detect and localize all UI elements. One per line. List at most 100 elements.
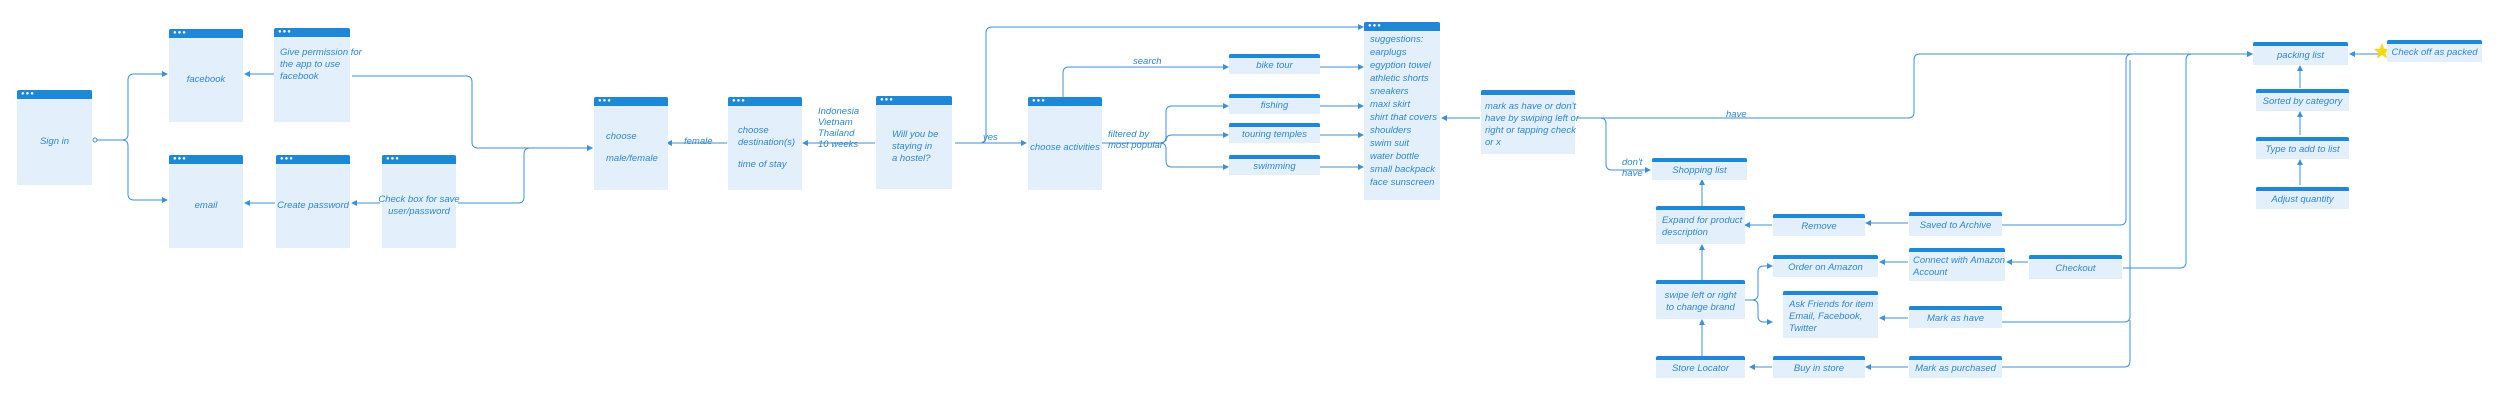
suggestion-item: athletic shorts (1370, 73, 1429, 84)
node-expand-product[interactable]: Expand for product description (1656, 206, 1745, 244)
node-checkout[interactable]: Checkout (2029, 255, 2122, 279)
three-dot-window-icon: ●●● (1368, 23, 1382, 29)
window-header (1656, 206, 1745, 210)
suggestion-item: earplugs (1370, 47, 1407, 58)
node-saved-archive[interactable]: Saved to Archive (1909, 212, 2002, 236)
node-label: right or tapping check (1485, 124, 1576, 136)
node-label: description (1662, 227, 1708, 238)
three-dot-window-icon: ●●● (173, 30, 187, 36)
node-give-permission[interactable]: ●●● Give permission for the app to use f… (274, 28, 362, 122)
node-remove[interactable]: Remove (1773, 214, 1865, 236)
suggestion-item: shirt that covers (1370, 112, 1438, 123)
node-label: Checkout (2055, 263, 2096, 274)
edge-label-destinations: Indonesia Vietnam Thailand 10 weeks (818, 106, 859, 150)
destination-thailand: Thailand (818, 128, 855, 139)
node-sorted-category[interactable]: Sorted by category (2256, 89, 2349, 111)
node-label: Mark as have (1926, 313, 1985, 324)
node-swimming[interactable]: swimming (1229, 155, 1320, 175)
node-label: male/female (606, 153, 658, 164)
window-header (2029, 255, 2122, 259)
window-header: ●●● (594, 97, 668, 106)
three-dot-window-icon: ●●● (278, 29, 292, 35)
window-header (1773, 356, 1865, 360)
window-header (1229, 94, 1320, 98)
node-label: Expand for product (1662, 215, 1743, 226)
edge-label-filtered: filtered by most popular (1108, 129, 1163, 151)
node-sign-in[interactable]: ●●● Sign in (17, 90, 92, 185)
node-choose-destination[interactable]: ●●● choose destination(s) time of stay (728, 97, 802, 190)
node-email[interactable]: ●●● email (169, 155, 243, 248)
window-header (1656, 356, 1745, 360)
node-label: Sign in (39, 136, 70, 147)
node-label: Ask Friends for item (1789, 298, 1874, 310)
stay-duration: 10 weeks (818, 139, 859, 150)
node-mark-have[interactable]: mark as have or don't have by swiping le… (1481, 90, 1579, 154)
node-check-off-packed[interactable]: Check off as packed (2387, 40, 2482, 62)
node-label: touring temples (1242, 129, 1307, 140)
node-bike-tour[interactable]: bike tour (1229, 54, 1320, 74)
window-header: ●●● (1364, 22, 1440, 31)
node-fishing[interactable]: fishing (1229, 94, 1320, 114)
node-label: swipe left or right (1664, 289, 1737, 301)
node-type-add[interactable]: Type to add to list (2256, 137, 2349, 159)
node-choose-gender[interactable]: ●●● choose male/female (594, 97, 668, 190)
node-label: a hostel? (892, 153, 931, 164)
edge-label-dont-have: don't have (1622, 157, 1643, 179)
window-header: ●●● (728, 97, 802, 106)
node-hostel-question[interactable]: ●●● Will you be staying in a hostel? (876, 96, 952, 189)
edge-label-have: have (1726, 109, 1747, 120)
node-suggestions[interactable]: ●●● suggestions: earplugs egyption towel… (1364, 22, 1440, 200)
node-label: Saved to Archive (1919, 220, 1992, 231)
node-order-amazon[interactable]: Order on Amazon (1773, 255, 1878, 277)
window-header (2253, 42, 2348, 46)
node-connect-amazon[interactable]: Connect with Amazon Account (1909, 248, 2005, 281)
star-icon: ★ (2373, 41, 2391, 63)
node-check-box-save[interactable]: ●●● Check box for save user/password (378, 155, 460, 248)
window-header (1909, 356, 2002, 360)
node-label: Shopping list (1672, 165, 1727, 176)
have-text: have (1622, 168, 1643, 179)
node-store-locator[interactable]: Store Locator (1656, 356, 1745, 378)
window-header (1909, 212, 2002, 216)
window-header (1229, 54, 1320, 58)
node-label: Check off as packed (2391, 47, 2478, 58)
node-buy-in-store[interactable]: Buy in store (1773, 356, 1865, 378)
window-header: ●●● (382, 155, 456, 164)
node-ask-friends[interactable]: Ask Friends for item Email, Facebook, Tw… (1783, 291, 1878, 338)
node-label: Store Locator (1671, 363, 1730, 374)
suggestion-item: shoulders (1370, 125, 1412, 136)
node-mark-as-have[interactable]: Mark as have (1909, 306, 2002, 328)
node-adjust-quantity[interactable]: Adjust quantity (2256, 187, 2349, 209)
node-label: Email, Facebook, (1789, 310, 1863, 322)
node-label: destination(s) (738, 137, 796, 148)
three-dot-window-icon: ●●● (280, 156, 294, 162)
suggestion-item: maxi skirt (1370, 99, 1411, 110)
node-facebook[interactable]: ●●● facebook (169, 29, 243, 122)
node-label: facebook (186, 74, 226, 85)
node-label (738, 149, 798, 159)
node-label: Give permission for (280, 47, 362, 58)
three-dot-window-icon: ●●● (173, 156, 187, 162)
node-mark-purchased[interactable]: Mark as purchased (1909, 356, 2002, 378)
node-label: mark as have or don't (1485, 100, 1577, 112)
node-label: facebook (280, 71, 319, 82)
node-label: time of stay (738, 159, 787, 170)
node-swipe-brand[interactable]: swipe left or right to change brand (1656, 280, 1745, 319)
node-shopping-list[interactable]: Shopping list (1652, 158, 1747, 180)
node-label: choose (738, 125, 769, 136)
node-create-password[interactable]: ●●● Create password (276, 155, 350, 248)
node-label: to change brand (1666, 301, 1735, 313)
node-label: bike tour (1256, 60, 1293, 71)
node-label: Order on Amazon (1788, 262, 1863, 273)
node-choose-activities[interactable]: ●●● choose activities (1028, 97, 1102, 190)
node-touring-temples[interactable]: touring temples (1229, 123, 1320, 143)
suggestion-item: sneakers (1370, 86, 1409, 97)
window-header: ●●● (1028, 97, 1102, 106)
node-packing-list[interactable]: packing list (2253, 42, 2348, 65)
filtered-by-text: filtered by (1108, 129, 1150, 140)
window-header: ●●● (274, 28, 350, 37)
node-label: Mark as purchased (1915, 363, 1996, 374)
node-label: Will you be (892, 129, 939, 140)
window-header (1783, 291, 1878, 295)
